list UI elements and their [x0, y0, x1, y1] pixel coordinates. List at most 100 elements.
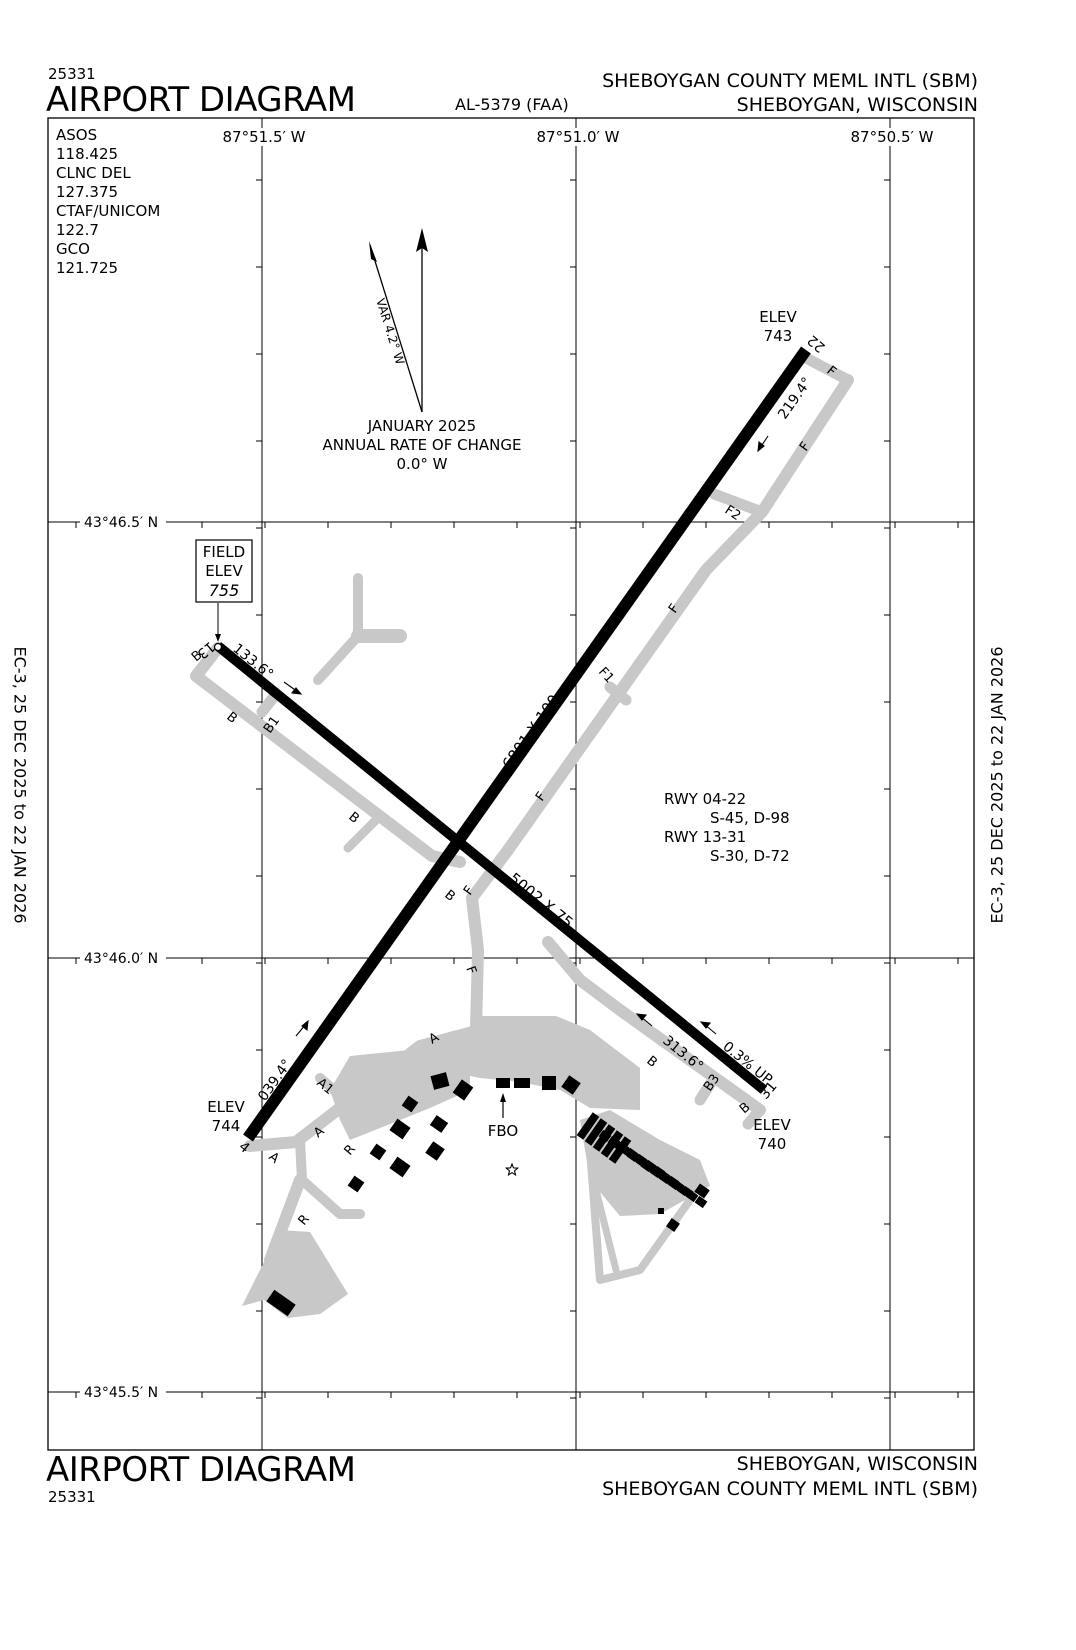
var-rate-value: 0.0° W — [397, 455, 448, 473]
asos-label: ASOS — [56, 126, 97, 144]
doc-id-bottom: 25331 — [48, 1488, 96, 1506]
twy-label-b-2: B — [223, 709, 239, 726]
taxiway-b-end — [742, 1104, 766, 1130]
fbo-label: FBO — [488, 1122, 518, 1140]
title-bottom: AIRPORT DIAGRAM — [46, 1450, 356, 1490]
building — [561, 1075, 581, 1095]
elev-4-value: 744 — [212, 1117, 241, 1135]
hangar — [694, 1183, 710, 1199]
twy-label-r-1: R — [342, 1142, 359, 1159]
twy-label-b-3: B — [345, 809, 361, 826]
taxiway-b3 — [694, 1072, 720, 1106]
main-apron — [400, 1016, 640, 1110]
rwy-4-22-dims: 6801 X 100 — [499, 691, 564, 772]
taxiway-f-connector-22 — [800, 352, 854, 386]
east-taxilane — [586, 1146, 694, 1284]
rwy-13-31-dims: 5002 X 75 — [505, 869, 576, 932]
var-rate-label: ANNUAL RATE OF CHANGE — [323, 436, 522, 454]
field-elev-value: 755 — [209, 581, 240, 600]
magnetic-north-arrow-icon — [369, 241, 377, 262]
grid-labels: 87°51.5′ W 87°51.0′ W 87°50.5′ W 43°46.5… — [80, 128, 938, 1401]
field-elev-line2: ELEV — [205, 562, 243, 580]
elev-22-label: ELEV — [759, 308, 797, 326]
hangar — [649, 1165, 663, 1179]
elev-31-value: 740 — [758, 1135, 787, 1153]
field-elev-frame — [195, 539, 253, 603]
building — [429, 1115, 449, 1133]
hangar — [612, 1139, 626, 1153]
hangar — [694, 1195, 708, 1209]
ctaf-label: CTAF/UNICOM — [56, 202, 160, 220]
city-state-top: SHEBOYGAN, WISCONSIN — [736, 94, 978, 116]
twy-label-b-4: B — [441, 887, 457, 904]
gco-label: GCO — [56, 240, 90, 258]
taxiway-b-stub — [343, 813, 383, 853]
lat-label-2: 43°46.0′ N — [84, 951, 158, 967]
building — [401, 1095, 419, 1113]
var-date: JANUARY 2025 — [367, 417, 476, 435]
building — [666, 1218, 680, 1232]
faa-number: AL-5379 (FAA) — [455, 95, 569, 114]
gco-freq: 121.725 — [56, 259, 118, 277]
hangar — [667, 1177, 681, 1191]
hangar — [626, 1149, 640, 1163]
magnetic-north-line — [369, 244, 423, 413]
building — [658, 1208, 664, 1214]
hangar — [685, 1189, 699, 1203]
strength-rwy-13-31: RWY 13-31 — [664, 828, 746, 846]
elev-31-label: ELEV — [753, 1116, 791, 1134]
runway-strength-block: RWY 04-22 S-45, D-98 RWY 13-31 S-30, D-7… — [664, 790, 790, 865]
building — [425, 1141, 445, 1161]
strength-rwy-04-22-values: S-45, D-98 — [710, 809, 790, 827]
strength-rwy-13-31-values: S-30, D-72 — [710, 847, 790, 865]
taxiway-f-south — [466, 892, 484, 1036]
twy-label-b-5: B — [643, 1053, 659, 1070]
elev-22-value: 743 — [764, 327, 793, 345]
buildings — [266, 1072, 680, 1317]
airport-name-bottom: SHEBOYGAN COUNTY MEML INTL (SBM) — [602, 1478, 978, 1500]
arrow-rwy-22-head-icon — [757, 440, 765, 453]
hangar — [584, 1118, 608, 1146]
field-elev-box: FIELD ELEV 755 — [195, 539, 253, 642]
hangar — [640, 1159, 654, 1173]
variation-diagram: VAR 4.2° W JANUARY 2025 ANNUAL RATE OF C… — [323, 228, 522, 473]
hangar — [576, 1112, 600, 1140]
taxiway-f2 — [708, 488, 768, 518]
taxiway-f — [466, 374, 854, 904]
lat-label-3: 43°45.5′ N — [84, 1385, 158, 1401]
fbo-pointer-arrow-icon — [500, 1093, 506, 1102]
clnc-label: CLNC DEL — [56, 164, 131, 182]
arrow-rwy-31-head-icon — [635, 1013, 648, 1021]
lat-lon-grid — [48, 118, 974, 1450]
hangar — [658, 1171, 672, 1185]
diagram-frame — [47, 117, 975, 1451]
clnc-freq: 127.375 — [56, 183, 118, 201]
building — [347, 1175, 365, 1193]
asos-freq: 118.425 — [56, 145, 118, 163]
frequency-block: ASOS 118.425 CLNC DEL 127.375 CTAF/UNICO… — [56, 126, 160, 277]
ctaf-freq: 122.7 — [56, 221, 99, 239]
south-apron — [242, 1230, 348, 1318]
east-taxilane-2 — [592, 1186, 620, 1274]
beacon-star-icon — [504, 1162, 520, 1177]
lon-label-2: 87°51.0′ W — [537, 128, 620, 146]
twy-label-a-3: A — [265, 1149, 281, 1166]
building — [430, 1072, 450, 1090]
building — [452, 1079, 474, 1101]
arrow-rwy-13-head-icon — [290, 687, 303, 695]
runways — [214, 346, 811, 1142]
taxiway-b-east — [542, 936, 766, 1116]
lon-label-3: 87°50.5′ W — [851, 128, 934, 146]
hangar — [676, 1183, 690, 1197]
taxiway-b — [190, 642, 466, 868]
building — [514, 1078, 530, 1088]
airport-name-top: SHEBOYGAN COUNTY MEML INTL (SBM) — [602, 70, 978, 92]
building — [389, 1118, 411, 1140]
strength-rwy-04-22: RWY 04-22 — [664, 790, 746, 808]
var-label: VAR 4.2° W — [373, 297, 407, 367]
runway-4-22 — [243, 346, 811, 1142]
field-elev-arrow-icon — [215, 634, 221, 642]
title-top: AIRPORT DIAGRAM — [46, 80, 356, 120]
taxiway-r — [295, 1135, 365, 1219]
lat-label-1: 43°46.5′ N — [84, 515, 158, 531]
